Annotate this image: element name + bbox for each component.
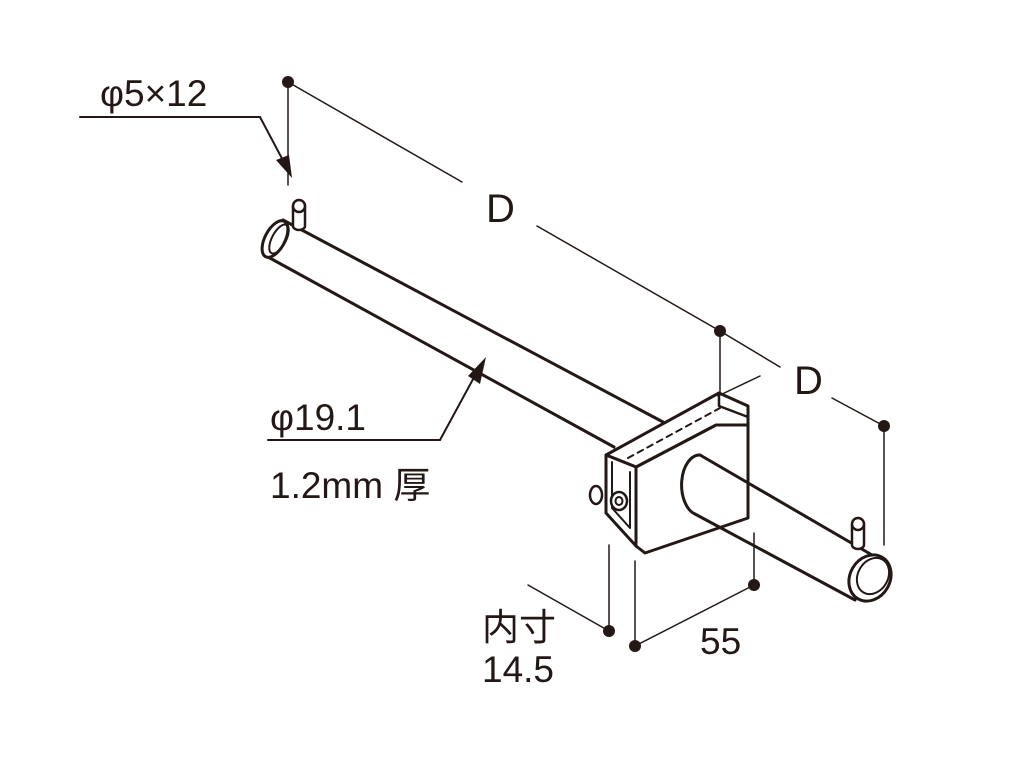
right-pin — [850, 516, 866, 551]
arrowheads — [276, 155, 486, 384]
inner-dimension-value: 14.5 — [482, 649, 554, 690]
inner-dimension-title: 内寸 — [482, 607, 556, 648]
pipe-diameter-label: φ19.1 — [270, 397, 366, 438]
dimension-lines — [79, 81, 885, 647]
bracket-depth-label: 55 — [700, 621, 741, 662]
length-right-label: D — [794, 359, 823, 403]
pin-spec-label: φ5×12 — [100, 73, 207, 114]
wall-thickness-label: 1.2mm 厚 — [270, 465, 430, 506]
pin-arrow-icon — [276, 155, 292, 178]
pipe-arrow-icon — [468, 357, 486, 384]
left-pin — [291, 198, 307, 232]
short-pipe — [680, 453, 893, 603]
bracket-plate — [588, 391, 750, 555]
dimension-dots — [282, 76, 890, 652]
main-pipe — [260, 218, 665, 449]
length-top-label: D — [486, 187, 515, 231]
